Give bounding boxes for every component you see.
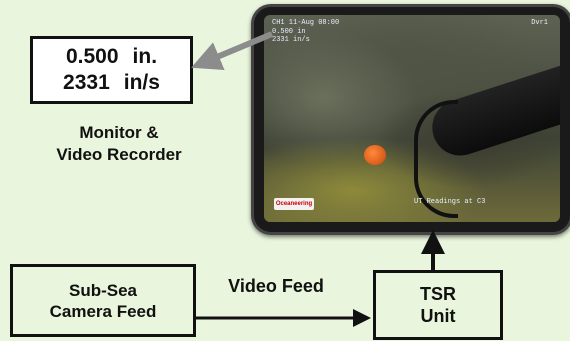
monitor-caption-line1: Monitor & bbox=[79, 123, 159, 142]
video-screen: CH1 11-Aug 08:00 Dvr1 0.500 in 2331 in/s… bbox=[264, 15, 560, 222]
monitor-display: CH1 11-Aug 08:00 Dvr1 0.500 in 2331 in/s… bbox=[251, 4, 570, 235]
monitor-caption: Monitor & Video Recorder bbox=[44, 122, 194, 166]
osd-channel-time: CH1 11-Aug 08:00 bbox=[272, 19, 340, 27]
velocity-value: 2331 bbox=[63, 71, 110, 94]
tsr-unit-box: TSR Unit bbox=[373, 270, 503, 340]
monitor-to-readout-arrow bbox=[191, 31, 274, 71]
thickness-value: 0.500 bbox=[65, 45, 119, 68]
video-feed-label: Video Feed bbox=[228, 276, 324, 296]
velocity-unit: in/s bbox=[123, 71, 160, 94]
tsr-box-line1: TSR bbox=[420, 284, 456, 304]
camera-box-line2: Camera Feed bbox=[49, 301, 157, 321]
osd-velocity: 2331 in/s bbox=[272, 36, 310, 44]
tsr-box-line2: Unit bbox=[420, 306, 456, 326]
osd-location-caption: UT Readings at C3 bbox=[414, 198, 486, 206]
company-logo: Oceaneering bbox=[274, 198, 314, 210]
camera-feed-box: Sub-Sea Camera Feed bbox=[10, 264, 196, 337]
thickness-reading: 0.500 in. bbox=[66, 44, 157, 70]
camera-box-line1: Sub-Sea bbox=[68, 280, 138, 300]
osd-reading: 0.500 in 2331 in/s bbox=[272, 28, 310, 44]
thickness-unit: in. bbox=[132, 45, 158, 68]
velocity-reading: 2331 in/s bbox=[63, 70, 160, 96]
ut-readout-box: 0.500 in. 2331 in/s bbox=[30, 36, 193, 104]
osd-recorder-label: Dvr1 bbox=[531, 19, 548, 27]
monitor-caption-line2: Video Recorder bbox=[56, 145, 182, 164]
orange-float-image bbox=[364, 145, 386, 165]
osd-thickness: 0.500 in bbox=[272, 28, 306, 36]
